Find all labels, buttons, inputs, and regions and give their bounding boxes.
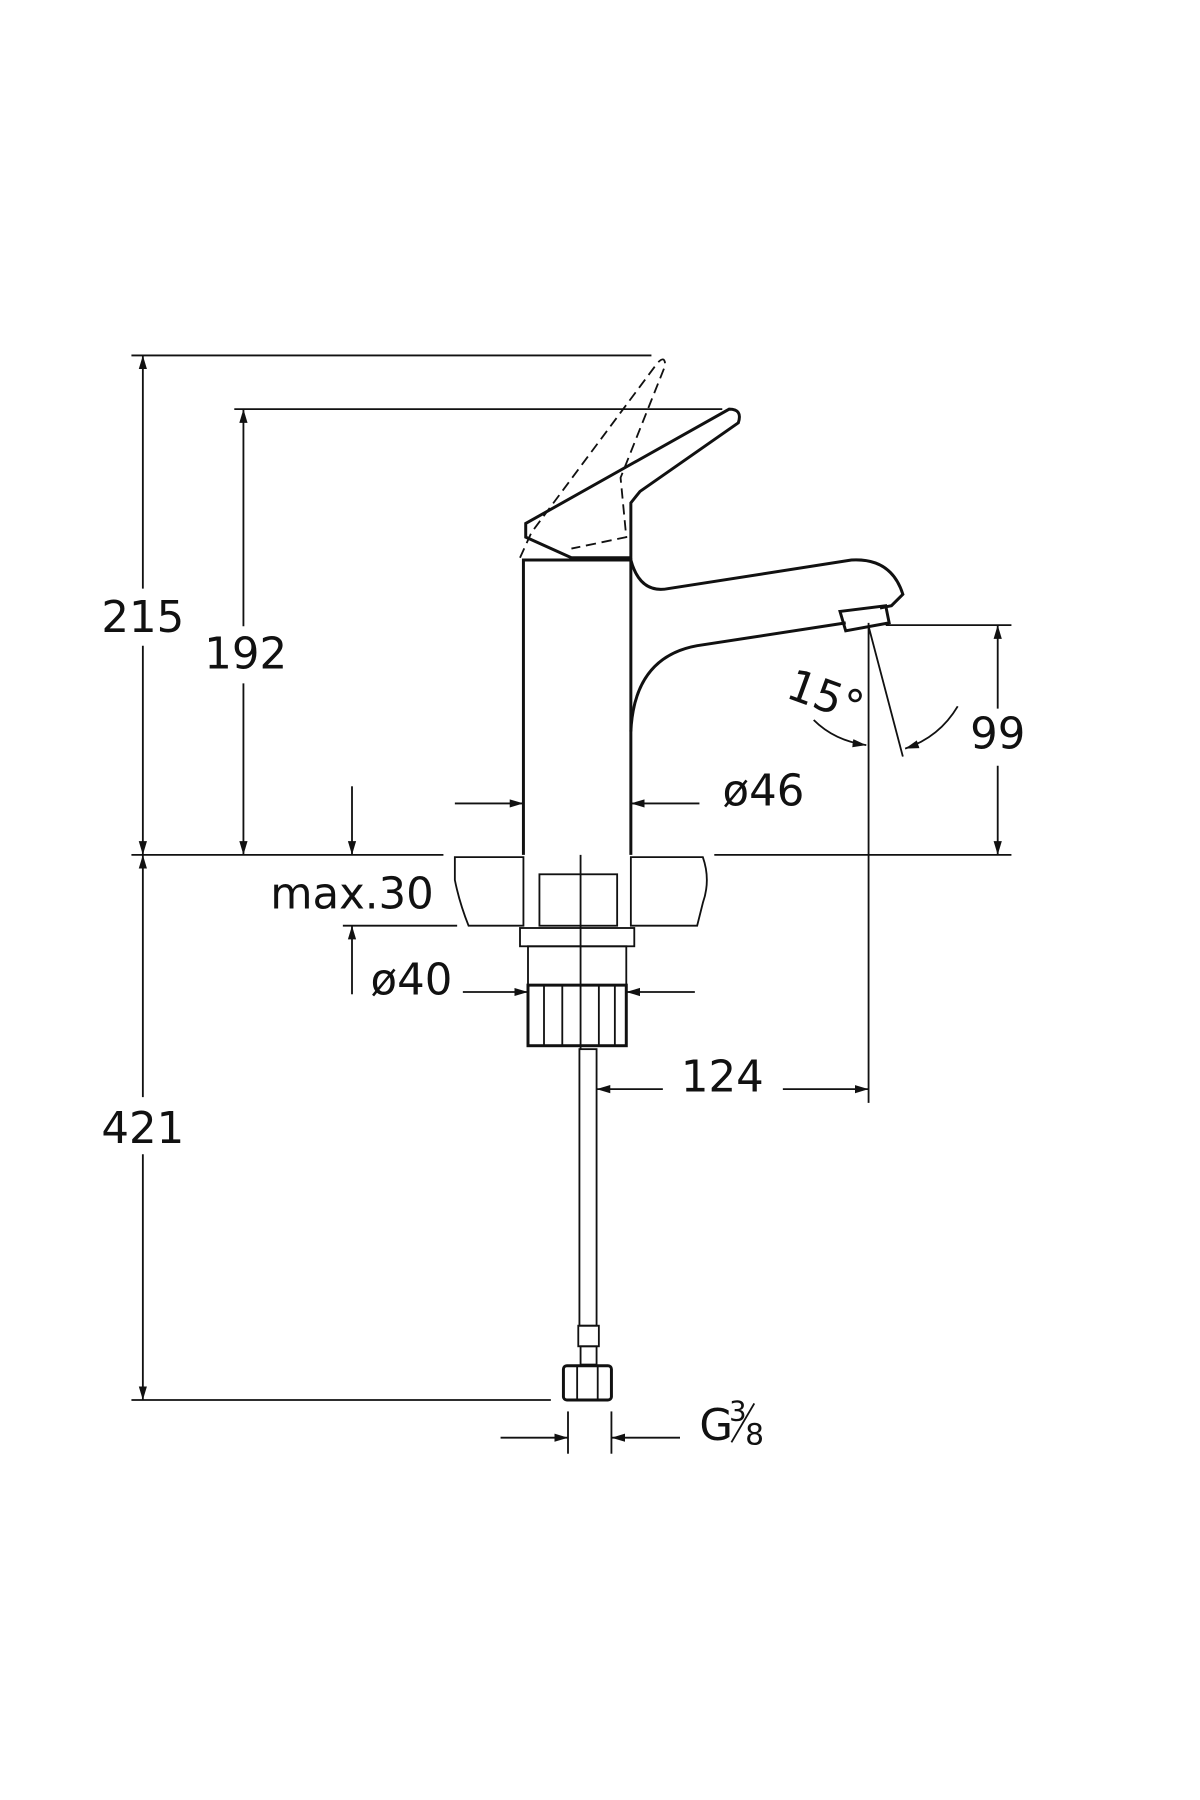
label-thread-prefix: G xyxy=(699,1401,733,1451)
dimension-handle-height: 192 xyxy=(204,409,287,855)
label-spout-height: 99 xyxy=(970,710,1025,760)
label-spout-angle: 15° xyxy=(781,660,870,733)
dimension-body-diameter: ø46 xyxy=(454,767,805,817)
label-total-height: 215 xyxy=(101,593,184,643)
label-spout-reach: 124 xyxy=(681,1052,764,1102)
label-thread-numerator: 3 xyxy=(729,1397,746,1428)
dimension-counter-thickness: max.30 xyxy=(270,786,434,995)
label-handle-height: 192 xyxy=(204,630,287,680)
label-shank-diameter: ø40 xyxy=(371,955,453,1005)
dimension-hose-length: 421 xyxy=(101,854,184,1400)
label-thread-denominator: 8 xyxy=(745,1418,764,1453)
dimension-spout-reach: 124 xyxy=(596,1052,869,1102)
countertop-section xyxy=(453,856,708,927)
mounting-shank xyxy=(519,854,636,1050)
tap-handle xyxy=(519,358,741,560)
label-hose-length: 421 xyxy=(101,1104,184,1154)
dimension-spout-height: 99 xyxy=(970,625,1025,855)
label-body-diameter: ø46 xyxy=(723,767,805,817)
extension-lines xyxy=(131,354,1012,1454)
label-counter-thickness: max.30 xyxy=(270,870,434,920)
dimension-connection-thread: G 3 8 xyxy=(500,1397,764,1453)
tap-body xyxy=(521,558,905,855)
dimension-shank-diameter: ø40 xyxy=(371,955,695,1005)
flexible-hose xyxy=(561,1048,613,1402)
dimension-total-height: 215 xyxy=(101,355,184,855)
